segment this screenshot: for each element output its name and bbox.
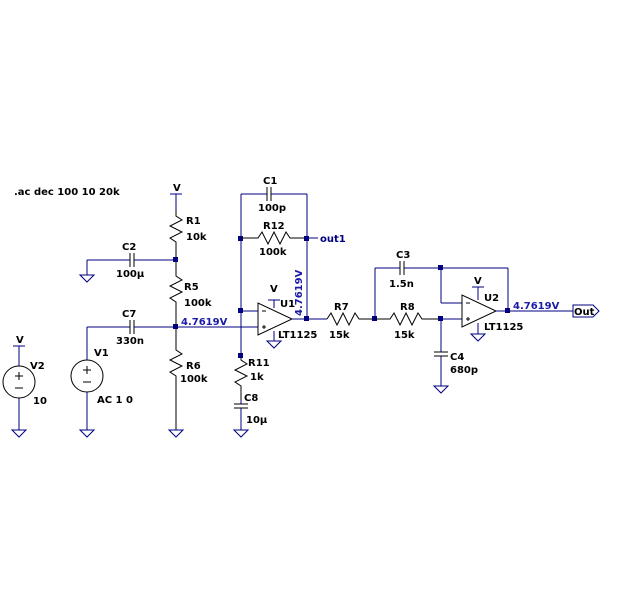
junction (173, 257, 178, 262)
svg-text:V: V (474, 276, 482, 287)
r6-value: 100k (180, 374, 208, 385)
junction (238, 308, 243, 313)
svg-text:V: V (16, 335, 24, 346)
junction (505, 308, 510, 313)
v1-value: AC 1 0 (97, 395, 133, 406)
c8-name: C8 (244, 393, 258, 404)
ground-symbol (78, 429, 96, 438)
opamp-u1[interactable] (257, 300, 294, 341)
junction (304, 316, 309, 321)
output-port-label: Out (574, 307, 595, 318)
resistor-r8[interactable] (375, 311, 441, 327)
r8-name: R8 (400, 302, 415, 313)
capacitor-c7[interactable] (87, 320, 176, 334)
v-supply-flag: V (170, 183, 182, 210)
svg-text:V: V (173, 183, 181, 194)
opamp-u2[interactable] (461, 287, 498, 334)
svg-text:V: V (270, 284, 278, 295)
r11-value: 1k (250, 372, 264, 383)
u2-value: LT1125 (484, 322, 523, 333)
junction (438, 265, 443, 270)
u1-value: LT1125 (278, 330, 317, 341)
v2-name: V2 (30, 361, 45, 372)
net-label-out1[interactable]: out1 (320, 234, 346, 245)
capacitor-c8[interactable] (234, 400, 248, 430)
v-supply-flag: V (268, 284, 280, 301)
node-voltage-label[interactable]: 4.7619V (513, 301, 560, 312)
c7-name: C7 (122, 309, 136, 320)
r5-name: R5 (184, 282, 199, 293)
u2-name: U2 (484, 293, 499, 304)
r1-value: 10k (186, 232, 207, 243)
v1-name: V1 (94, 348, 109, 359)
resistor-r1[interactable] (168, 210, 184, 260)
r6-name: R6 (186, 361, 201, 372)
ground-symbol (469, 333, 487, 342)
c7-value: 330n (116, 336, 144, 347)
ac-directive[interactable]: .ac dec 100 10 20k (14, 187, 120, 198)
ground-symbol (78, 274, 96, 283)
r11-name: R11 (248, 358, 270, 369)
v2-supply-flag: V (13, 335, 25, 352)
r12-name: R12 (263, 221, 285, 232)
c4-value: 680p (450, 365, 478, 376)
r12-value: 100k (259, 247, 287, 258)
r7-value: 15k (329, 330, 350, 341)
ground-symbol (432, 385, 450, 394)
c4-name: C4 (450, 352, 464, 363)
r1-name: R1 (186, 216, 201, 227)
resistor-r12[interactable] (241, 230, 307, 246)
r8-value: 15k (394, 330, 415, 341)
c3-name: C3 (396, 250, 410, 261)
junction (304, 236, 309, 241)
ground-symbol (167, 429, 185, 438)
capacitor-c2[interactable] (86, 253, 176, 275)
resistor-r7[interactable] (326, 311, 375, 327)
ground-symbol (10, 429, 28, 438)
junction (173, 324, 178, 329)
junction (438, 316, 443, 321)
capacitor-c3[interactable] (374, 261, 508, 319)
source-v2[interactable] (2, 352, 36, 430)
c1-name: C1 (263, 176, 277, 187)
node-voltage-label[interactable]: 4.7619V (181, 317, 228, 328)
c3-value: 1.5n (389, 279, 414, 290)
resistor-r11[interactable] (233, 356, 249, 400)
junction (238, 353, 243, 358)
u1-name: U1 (280, 299, 295, 310)
r7-name: R7 (334, 302, 349, 313)
c2-value: 100µ (116, 269, 145, 280)
ground-symbol (265, 340, 283, 349)
node-voltage-label[interactable]: 4.7619V (294, 269, 305, 316)
output-port[interactable]: Out (572, 304, 600, 318)
c8-value: 10µ (246, 415, 268, 426)
capacitor-c1[interactable] (241, 187, 307, 201)
c1-value: 100p (258, 203, 286, 214)
source-v1[interactable] (70, 327, 104, 430)
c2-name: C2 (122, 242, 136, 253)
resistor-r5[interactable] (168, 260, 184, 327)
capacitor-c4[interactable] (434, 319, 448, 386)
resistor-r6[interactable] (168, 327, 184, 430)
junction (238, 236, 243, 241)
ground-symbol (232, 429, 250, 438)
r5-value: 100k (184, 298, 212, 309)
v-supply-flag: V (472, 276, 484, 288)
v2-value: 10 (33, 396, 47, 407)
